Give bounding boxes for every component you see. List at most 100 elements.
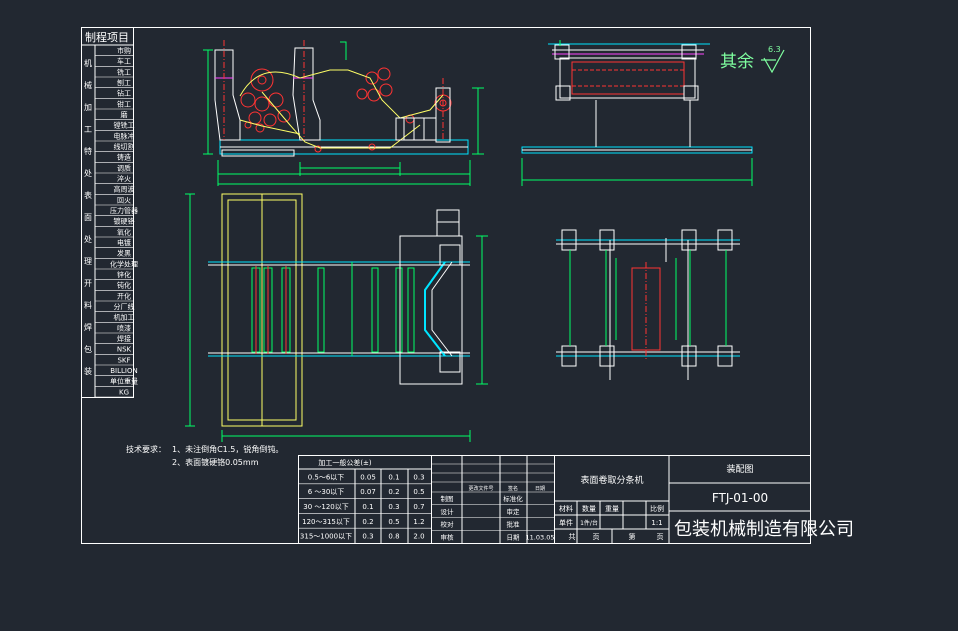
process-item: 钳工 bbox=[117, 99, 131, 108]
process-item: 钻工 bbox=[117, 89, 131, 98]
process-item: BILLION bbox=[110, 367, 137, 375]
process-item: 化学处理 bbox=[110, 259, 138, 268]
process-side-label: 特 bbox=[84, 146, 92, 156]
section-view bbox=[556, 229, 740, 380]
sign-cell: 审核 bbox=[441, 532, 455, 541]
tolerance-cell: 1.2 bbox=[413, 518, 424, 526]
process-side-label: 包 bbox=[84, 344, 92, 354]
process-item: 锌化 bbox=[117, 270, 131, 279]
tolerance-cell: 0.3 bbox=[388, 503, 399, 511]
drawing-number: FTJ-01-00 bbox=[712, 491, 768, 505]
process-rows: 市购车工铣工刨工钻工钳工磨镗铣工电脉冲线切割铸造调质淬火高周波回火压力管器镀硬铬… bbox=[95, 46, 138, 398]
sign-cell: 11.03.05 bbox=[526, 533, 555, 541]
tolerance-cell: 0.1 bbox=[388, 473, 399, 481]
process-item: 刨工 bbox=[117, 78, 131, 87]
company-name: 包装机械制造有限公司 bbox=[674, 519, 854, 540]
sign-grid-lines bbox=[431, 463, 554, 493]
roughness-symbol-icon bbox=[761, 49, 785, 74]
process-item: 分厂线 bbox=[114, 302, 135, 311]
unit-label: 单件 bbox=[559, 518, 573, 527]
front-elevation-view bbox=[203, 40, 484, 186]
sheet-no-label: 第 bbox=[629, 532, 636, 541]
process-item: 高周波 bbox=[114, 185, 135, 194]
process-item: 单位重量 bbox=[110, 377, 138, 386]
sign-cell: 制图 bbox=[441, 494, 454, 503]
tolerance-header: 加工一般公差(±) bbox=[318, 458, 372, 467]
title-block: 表面卷取分条机 装配图 FTJ-01-00 材料 数量 重量 比例 单件 1件/… bbox=[554, 455, 854, 544]
scale-label: 比例 bbox=[650, 504, 664, 513]
process-item: 氧化 bbox=[117, 227, 131, 236]
revision-header-file: 更改文件号 bbox=[468, 485, 493, 492]
weight-label: 重量 bbox=[605, 505, 619, 513]
process-side-label: 表 bbox=[84, 190, 92, 200]
product-name: 表面卷取分条机 bbox=[580, 474, 643, 486]
sign-cell: 校对 bbox=[441, 520, 455, 529]
process-item: 焊接 bbox=[117, 334, 131, 343]
tech-req-line-1: 1、未注倒角C1.5，锐角倒钝。 bbox=[172, 444, 283, 454]
tolerance-cell: 0.2 bbox=[362, 518, 373, 526]
sheets-total-label: 共 bbox=[569, 532, 576, 541]
tolerance-cell: 0.5 bbox=[388, 518, 399, 526]
process-item: KG bbox=[119, 388, 129, 396]
tolerance-cell: 0.05 bbox=[360, 473, 376, 481]
process-item: 车工 bbox=[117, 57, 131, 66]
drawing-type: 装配图 bbox=[726, 463, 753, 475]
roughness-value: 6.3 bbox=[768, 45, 781, 54]
process-item: SKF bbox=[117, 356, 130, 364]
sign-cell: 批准 bbox=[507, 520, 521, 529]
process-item: 开化 bbox=[117, 291, 131, 300]
process-item: NSK bbox=[117, 346, 132, 354]
tolerance-cell: 0.5 bbox=[413, 488, 424, 496]
process-side-label: 加 bbox=[84, 102, 92, 112]
scale-value: 1:1 bbox=[651, 519, 662, 527]
roughness-note: 其余 6.3 bbox=[720, 45, 785, 74]
unit-value: 1件/台 bbox=[580, 519, 598, 527]
tolerance-cell: 0.07 bbox=[360, 488, 376, 496]
plan-view bbox=[185, 193, 488, 442]
process-item: 镗铣工 bbox=[114, 121, 135, 130]
process-side-label: 工 bbox=[84, 125, 92, 134]
process-item: 调质 bbox=[117, 163, 131, 172]
process-table-header: 制程项目 bbox=[85, 31, 129, 44]
quantity-label: 数量 bbox=[582, 504, 596, 513]
tolerance-cell: 0.3 bbox=[413, 473, 424, 481]
process-side-label: 焊 bbox=[84, 322, 92, 332]
process-side-label: 理 bbox=[84, 257, 92, 266]
sheet-no-unit: 页 bbox=[657, 533, 664, 541]
process-item: 压力管器 bbox=[110, 206, 138, 215]
side-elevation-view bbox=[521, 40, 753, 186]
tech-requirements: 技术要求： 1、未注倒角C1.5，锐角倒钝。 2、表面镀硬铬0.05mm bbox=[126, 444, 283, 467]
process-side-label: 装 bbox=[84, 366, 92, 376]
process-side-label: 开 bbox=[84, 279, 92, 288]
process-item: 铣工 bbox=[117, 67, 131, 76]
process-item: 铸造 bbox=[117, 153, 131, 162]
revision-header-sign: 签名 bbox=[508, 485, 518, 492]
process-side-label: 处 bbox=[84, 168, 92, 178]
process-item: 磨 bbox=[121, 110, 128, 119]
sign-cell: 日期 bbox=[507, 533, 521, 541]
process-side-label: 械 bbox=[84, 80, 92, 90]
process-side-label: 料 bbox=[84, 300, 92, 310]
process-side-label: 机 bbox=[84, 58, 92, 68]
tech-req-title: 技术要求： bbox=[126, 444, 166, 454]
process-item: 喷漆 bbox=[117, 323, 131, 332]
revision-header-date: 日期 bbox=[535, 486, 545, 492]
process-item: 镀硬铬 bbox=[114, 217, 135, 226]
tolerance-cell: 0.7 bbox=[413, 503, 424, 511]
material-label: 材料 bbox=[559, 504, 573, 513]
sign-cell: 标准化 bbox=[503, 494, 523, 503]
process-side-label: 处 bbox=[84, 234, 92, 244]
tolerance-cell: 120～315以下 bbox=[302, 518, 350, 526]
process-item: 淬火 bbox=[117, 174, 131, 183]
process-table: 制程项目 市购车工铣工刨工钻工钳工磨镗铣工电脉冲线切割铸造调质淬火高周波回火压力… bbox=[81, 27, 138, 398]
sheets-total-unit: 页 bbox=[593, 533, 600, 541]
process-item: 线切割 bbox=[114, 142, 135, 151]
tolerance-cell: 0.8 bbox=[388, 533, 399, 541]
roughness-label: 其余 bbox=[720, 52, 754, 72]
process-item: 市购 bbox=[117, 46, 131, 55]
